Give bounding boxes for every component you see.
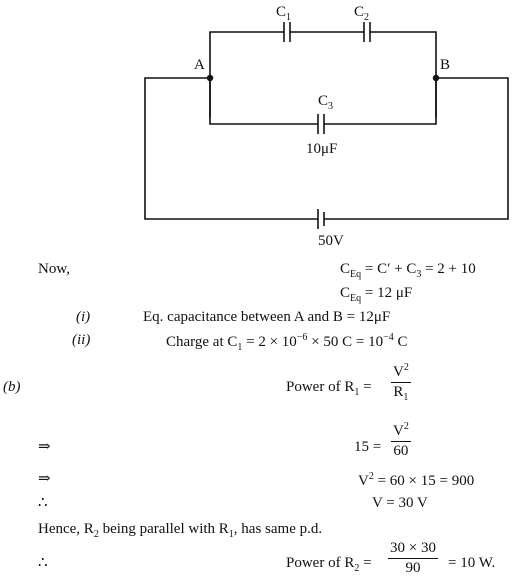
c2-label: C2 bbox=[354, 4, 370, 23]
implies-1: ⇒ bbox=[38, 439, 51, 455]
hence-line: Hence, R2 being parallel with R1, has sa… bbox=[38, 521, 323, 540]
wire-top bbox=[209, 31, 284, 118]
part-i-text: Eq. capacitance between A and B = 12μF bbox=[143, 309, 391, 325]
line2-lhs: 15 = bbox=[354, 439, 382, 455]
wire-mid-right bbox=[324, 78, 437, 125]
therefore-2: ∴ bbox=[38, 555, 48, 571]
power-r2-result: = 10 W. bbox=[448, 555, 496, 571]
node-a-dot bbox=[206, 74, 214, 82]
ceq-line1: CEq = C′ + C3 = 2 + 10 bbox=[340, 261, 476, 280]
power-r2-label: Power of R2 = bbox=[286, 555, 372, 574]
power-r1-fraction: V2 R1 bbox=[391, 362, 411, 403]
node-a-label: A bbox=[194, 57, 205, 73]
part-ii-text: Charge at C1 = 2 × 10−6 × 50 C = 10−4 C bbox=[166, 332, 408, 353]
implies-2: ⇒ bbox=[38, 471, 51, 487]
now-label: Now, bbox=[38, 261, 70, 277]
c3-label: C3 bbox=[318, 93, 334, 112]
power-r2-fraction: 30 × 30 90 bbox=[388, 540, 438, 576]
c3-value: 10μF bbox=[306, 141, 338, 157]
node-b-label: B bbox=[440, 57, 451, 73]
power-r1-label: Power of R1 = bbox=[286, 379, 372, 398]
c1-label: C1 bbox=[276, 4, 292, 23]
part-i-marker: (i) bbox=[76, 309, 91, 325]
circuit-diagram bbox=[144, 22, 509, 229]
wire-top-right bbox=[370, 31, 437, 118]
line3: V2 = 60 × 15 = 900 bbox=[358, 471, 475, 489]
line4: V = 30 V bbox=[372, 495, 428, 511]
ceq-line2: CEq = 12 μF bbox=[340, 285, 413, 304]
line2-fraction: V2 60 bbox=[391, 421, 411, 459]
battery-value: 50V bbox=[318, 233, 344, 249]
node-b-dot bbox=[432, 74, 440, 82]
wire-outer-left bbox=[144, 77, 318, 220]
therefore-1: ∴ bbox=[38, 495, 48, 511]
part-ii-marker: (ii) bbox=[72, 332, 91, 348]
wire-mid-left bbox=[209, 78, 318, 125]
part-b-marker: (b) bbox=[3, 379, 21, 395]
wire-outer-right bbox=[324, 77, 509, 220]
